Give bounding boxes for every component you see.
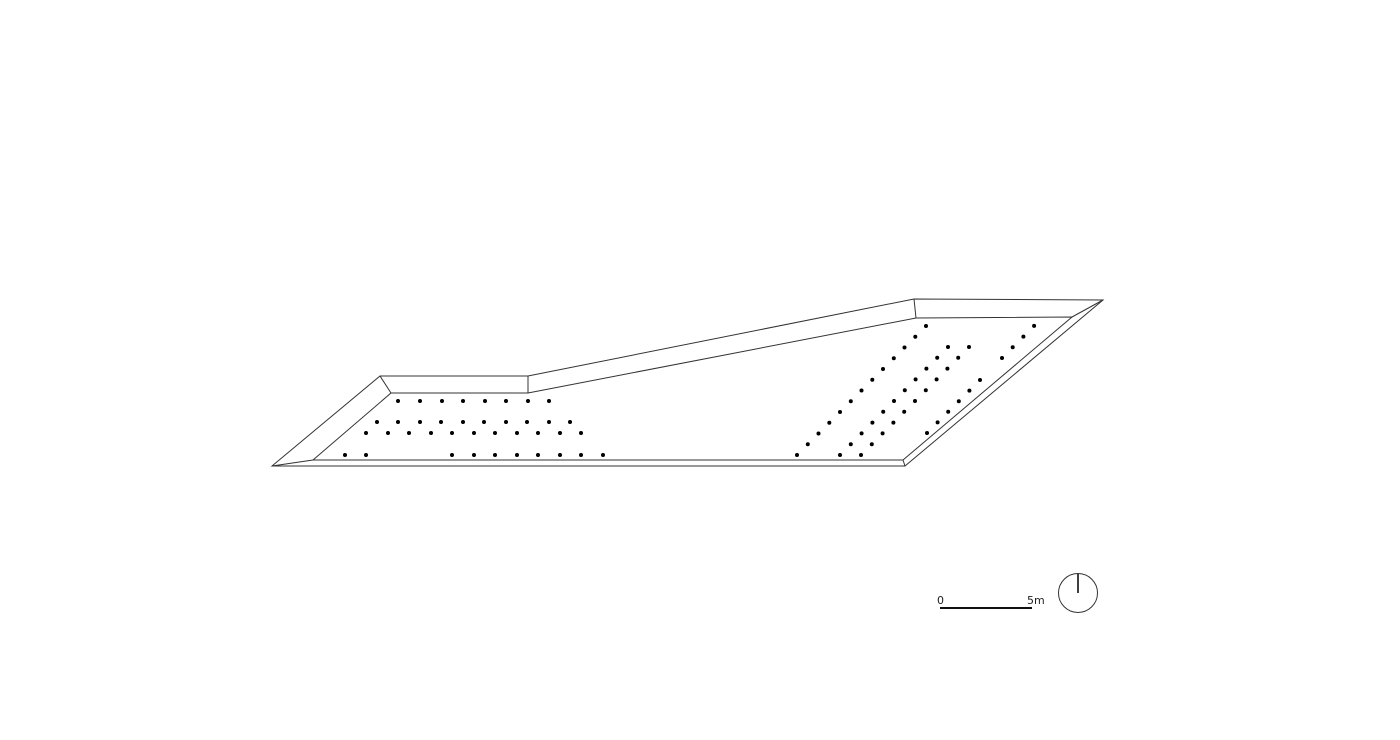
tree-dot xyxy=(407,431,411,435)
tree-dot xyxy=(870,420,875,425)
tree-dot xyxy=(848,442,853,447)
tree-dot xyxy=(472,431,476,435)
tree-dot xyxy=(547,399,551,403)
tree-dot xyxy=(493,431,497,435)
tree-dot xyxy=(923,388,928,393)
scale-bar-end-label: 5m xyxy=(1027,594,1045,607)
tree-dot xyxy=(1000,356,1004,360)
tree-dot xyxy=(504,399,508,403)
tree-dot xyxy=(536,431,540,435)
tree-dot xyxy=(440,399,444,403)
tree-dot xyxy=(881,409,886,414)
tree-dot xyxy=(568,420,572,424)
tree-dot xyxy=(967,388,972,393)
tree-dot xyxy=(913,399,917,403)
tree-dot xyxy=(547,420,551,424)
tree-dot xyxy=(902,388,907,393)
tree-dot xyxy=(343,453,347,457)
tree-dot xyxy=(925,431,929,435)
scale-bar-start-label: 0 xyxy=(937,594,944,607)
planter-inner-edge xyxy=(311,316,1074,461)
tree-dot xyxy=(924,366,929,371)
bevel-joint xyxy=(913,298,917,319)
tree-dot xyxy=(935,355,940,360)
tree-dot xyxy=(450,453,454,457)
tree-dot xyxy=(795,453,799,457)
tree-dot xyxy=(364,453,368,457)
tree-dot xyxy=(859,453,863,457)
tree-dot xyxy=(375,420,379,424)
tree-dot xyxy=(945,366,950,371)
tree-dot xyxy=(386,431,390,435)
tree-dot xyxy=(418,399,422,403)
tree-dot xyxy=(891,420,896,425)
tree-dot xyxy=(924,324,928,328)
tree-dot xyxy=(493,453,497,457)
tree-dot xyxy=(515,453,519,457)
tree-dot xyxy=(805,442,810,447)
tree-dot xyxy=(956,355,961,360)
tree-dot xyxy=(515,431,519,435)
tree-dot xyxy=(816,431,821,436)
tree-dot xyxy=(601,453,605,457)
tree-dot xyxy=(439,420,443,424)
tree-dot xyxy=(579,431,583,435)
tree-dot xyxy=(967,345,971,349)
tree-dot xyxy=(504,420,508,424)
tree-dot xyxy=(934,377,939,382)
planter-outline xyxy=(270,298,1105,467)
tree-dot xyxy=(827,420,832,425)
tree-dot xyxy=(902,345,907,350)
tree-dot xyxy=(1010,345,1015,350)
bevel-joint xyxy=(902,459,906,467)
tree-dot xyxy=(838,410,842,414)
tree-dot xyxy=(396,420,400,424)
tree-dot xyxy=(880,431,885,436)
tree-dot xyxy=(579,453,583,457)
tree-dot xyxy=(859,388,864,393)
tree-dot xyxy=(483,399,487,403)
tree-dot xyxy=(946,345,950,349)
tree-dot xyxy=(558,431,562,435)
tree-dot xyxy=(1032,323,1037,328)
tree-dot-group xyxy=(343,323,1037,457)
tree-dot xyxy=(396,399,400,403)
tree-dot xyxy=(536,453,540,457)
tree-dot xyxy=(482,420,486,424)
tree-dot xyxy=(525,420,529,424)
tree-dot xyxy=(364,431,368,435)
tree-dot xyxy=(461,399,465,403)
tree-dot xyxy=(913,334,918,339)
bevel-joint xyxy=(379,375,392,394)
bevel-joint xyxy=(1071,299,1104,318)
tree-dot xyxy=(978,378,982,382)
tree-dot xyxy=(946,409,951,414)
tree-dot xyxy=(450,431,454,435)
north-arrow-icon xyxy=(1058,573,1098,613)
tree-dot xyxy=(913,377,918,382)
tree-dot xyxy=(891,356,896,361)
tree-dot xyxy=(526,399,530,403)
tree-dot xyxy=(472,453,476,457)
tree-dot xyxy=(902,409,907,414)
tree-dot xyxy=(848,399,853,404)
tree-dot xyxy=(558,453,562,457)
bevel-joint xyxy=(271,459,314,467)
tree-dot xyxy=(859,431,864,436)
tree-dot xyxy=(892,399,896,403)
tree-dot xyxy=(881,367,885,371)
tree-dot xyxy=(418,420,422,424)
scale-bar: 0 5m xyxy=(937,594,1045,609)
north-arrow-circle xyxy=(1058,573,1098,613)
tree-dot xyxy=(429,431,433,435)
tree-dot xyxy=(869,442,874,447)
tree-dot xyxy=(935,420,940,425)
tree-dot xyxy=(1021,334,1026,339)
tree-dot xyxy=(461,420,465,424)
tree-dot xyxy=(956,399,961,404)
tree-dot xyxy=(838,453,842,457)
tree-dot xyxy=(870,377,875,382)
planter-outer-edge xyxy=(270,298,1105,467)
